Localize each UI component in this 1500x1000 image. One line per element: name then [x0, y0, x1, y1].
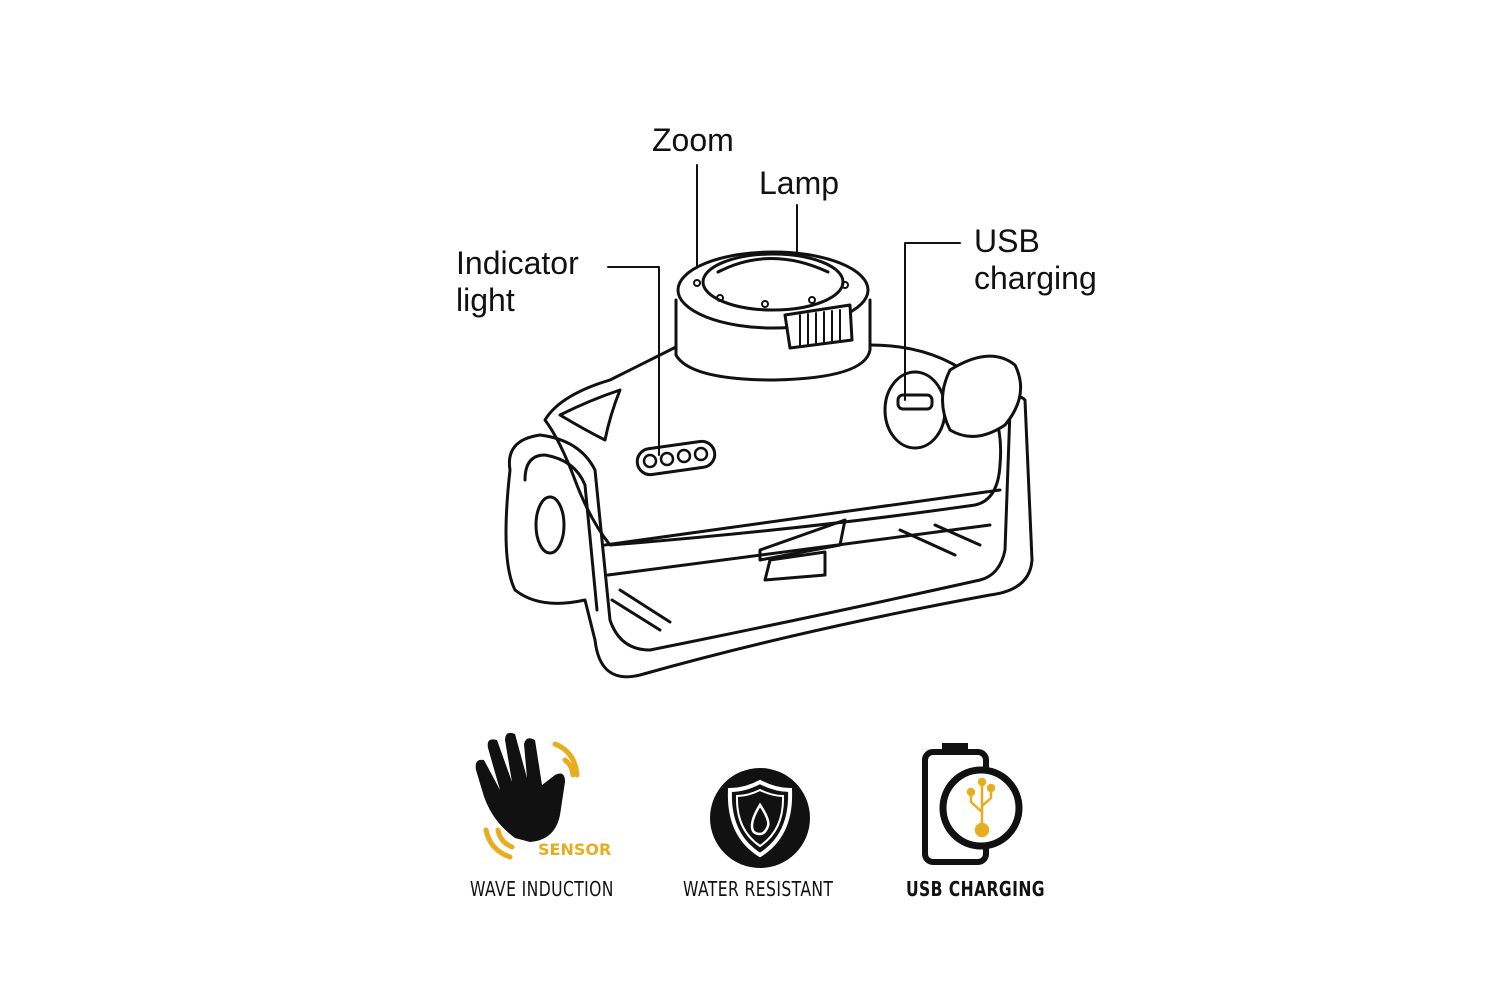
feature-label-water-resistant: WATER RESISTANT: [683, 877, 834, 901]
headband-frame: [504, 395, 1034, 679]
callout-indicator: Indicator light: [456, 245, 579, 319]
callout-usb-line2: charging: [974, 260, 1097, 296]
indicator-light: [635, 439, 717, 477]
clip: [758, 518, 847, 582]
feature-label-wave-induction: WAVE INDUCTION: [470, 877, 614, 901]
callout-lamp: Lamp: [759, 165, 840, 201]
zoom-ring-grip: [783, 303, 854, 350]
lamp-body: [543, 343, 1003, 547]
side-knob: [941, 354, 1023, 438]
callout-indicator-line2: light: [456, 282, 515, 318]
callout-usb: USB charging: [974, 223, 1097, 297]
callout-indicator-line1: Indicator: [456, 245, 579, 281]
callout-zoom: Zoom: [652, 122, 734, 158]
feature-label-usb-charging: USB CHARGING: [906, 877, 1045, 901]
pivot-knob: [534, 495, 566, 555]
sensor-badge: SENSOR: [538, 840, 612, 859]
callout-usb-line1: USB: [974, 223, 1040, 259]
